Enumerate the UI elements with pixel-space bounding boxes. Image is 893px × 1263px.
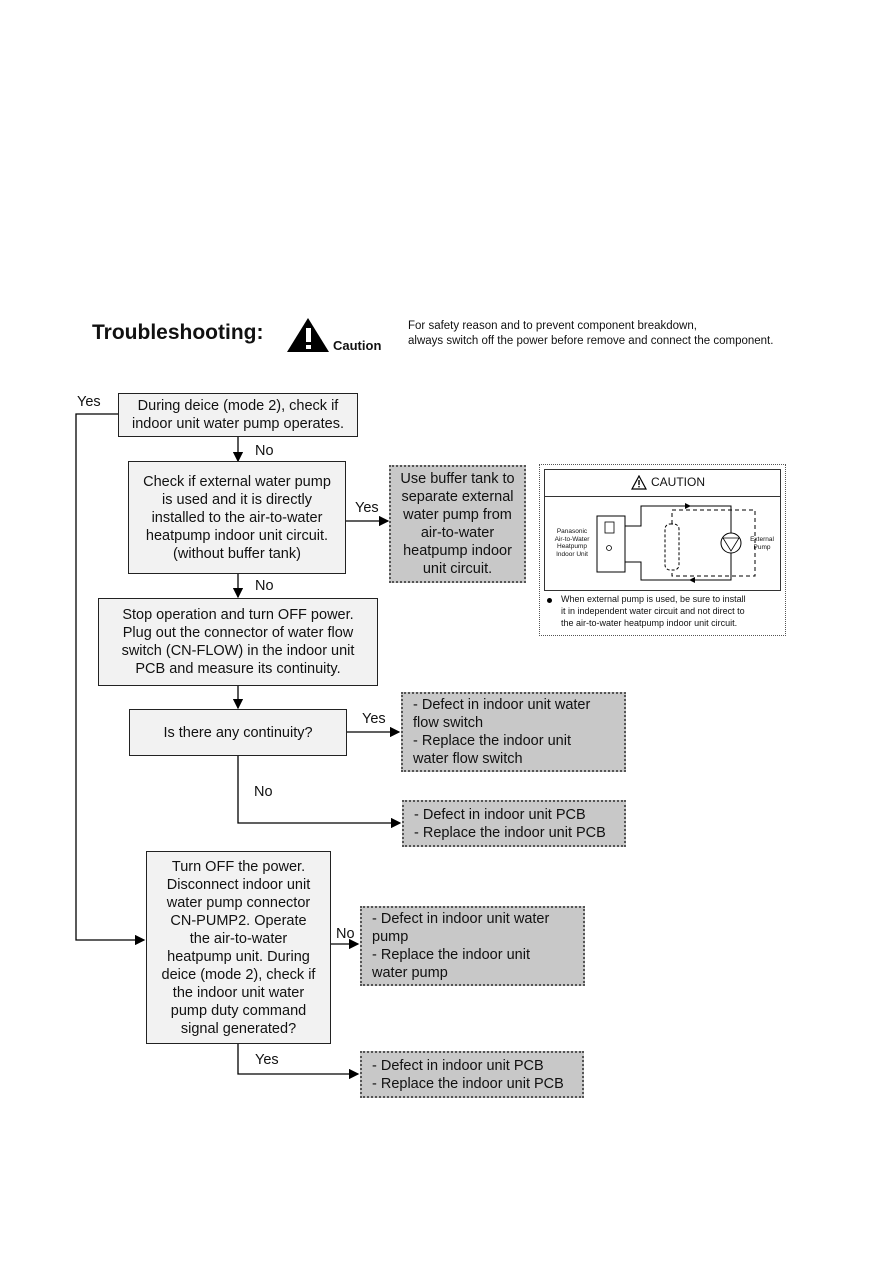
result-flow-switch-defect: - Defect in indoor unit water flow switc… xyxy=(401,692,626,772)
page-title: Troubleshooting: xyxy=(92,321,264,344)
label-yes-2: Yes xyxy=(355,500,379,516)
result-water-pump-defect: - Defect in indoor unit water pump - Rep… xyxy=(360,906,585,986)
step-measure-continuity: Stop operation and turn OFF power. Plug … xyxy=(98,598,378,686)
caution-panel-header xyxy=(545,470,780,497)
caution-bullet-icon xyxy=(547,598,552,603)
caution-panel: CAUTION Panasonic Air-to-Water Heatpump … xyxy=(539,464,786,636)
result-use-buffer-tank: Use buffer tank to separate external wat… xyxy=(389,465,526,583)
label-yes-5: Yes xyxy=(255,1052,279,1068)
pump-circuit-diagram xyxy=(596,503,756,583)
caution-panel-inner: CAUTION Panasonic Air-to-Water Heatpump … xyxy=(544,469,781,591)
label-no-5: No xyxy=(336,926,355,942)
caution-text-line1: For safety reason and to prevent compone… xyxy=(408,320,697,332)
step-check-pump-operates: During deice (mode 2), check if indoor u… xyxy=(118,393,358,437)
label-no-2: No xyxy=(255,578,274,594)
step-check-external-pump: Check if external water pump is used and… xyxy=(128,461,346,574)
caution-label: Caution xyxy=(333,338,382,353)
indoor-unit-label: Panasonic Air-to-Water Heatpump Indoor U… xyxy=(554,528,590,558)
step-continuity-question: Is there any continuity? xyxy=(129,709,347,756)
caution-note: When external pump is used, be sure to i… xyxy=(561,594,746,628)
result-pcb-defect-2: - Defect in indoor unit PCB - Replace th… xyxy=(360,1051,584,1098)
caution-triangle-icon xyxy=(631,475,647,490)
caution-panel-title: CAUTION xyxy=(651,475,705,489)
external-pump-label: External Pump xyxy=(750,536,774,551)
result-pcb-defect-1: - Defect in indoor unit PCB - Replace th… xyxy=(402,800,626,847)
label-no-1: No xyxy=(255,443,274,459)
label-no-4: No xyxy=(254,784,273,800)
label-yes-4: Yes xyxy=(362,711,386,727)
caution-text-line2: always switch off the power before remov… xyxy=(408,335,774,347)
caution-warning-icon xyxy=(287,318,329,352)
step-check-pump-signal: Turn OFF the power. Disconnect indoor un… xyxy=(146,851,331,1044)
label-yes-left: Yes xyxy=(77,394,101,410)
